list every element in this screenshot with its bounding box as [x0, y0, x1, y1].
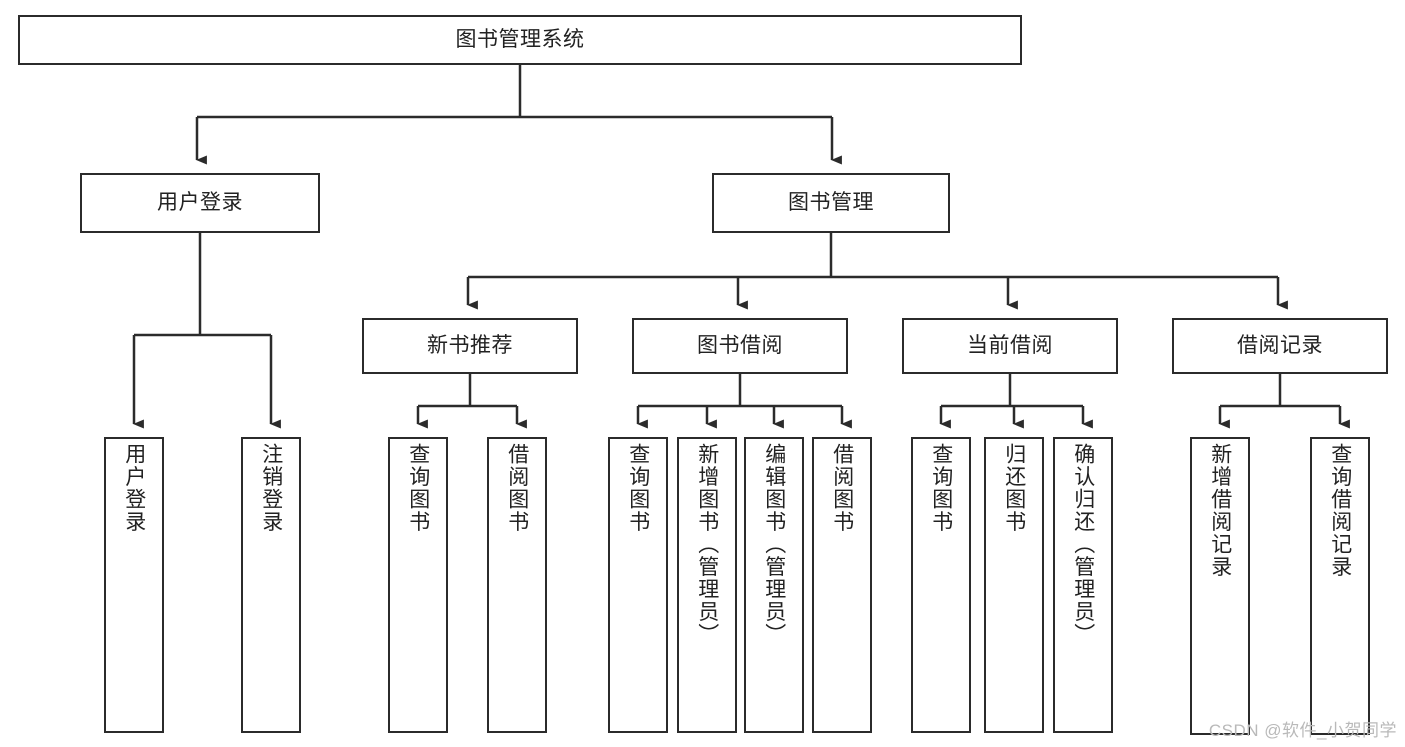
node-leaf-user-login[interactable]: 用户登录: [104, 437, 164, 733]
node-leaf-return-book-label: 归还图书: [1002, 443, 1026, 533]
node-leaf-borrow-book-1[interactable]: 借阅图书: [487, 437, 547, 733]
node-leaf-add-borrow-record-label: 新增借阅记录: [1208, 443, 1232, 578]
node-leaf-user-login-label: 用户登录: [122, 443, 146, 533]
node-leaf-user-logout-label: 注销登录: [259, 443, 283, 533]
node-leaf-edit-book[interactable]: 编辑图书（管理员）: [744, 437, 804, 733]
node-borrow-record[interactable]: 借阅记录: [1172, 318, 1388, 374]
node-new-book-recommend[interactable]: 新书推荐: [362, 318, 578, 374]
node-leaf-borrow-book-2-label: 借阅图书: [830, 443, 854, 533]
node-leaf-query-book-3[interactable]: 查询图书: [911, 437, 971, 733]
node-leaf-query-book-3-label: 查询图书: [929, 443, 953, 533]
node-leaf-borrow-book-2[interactable]: 借阅图书: [812, 437, 872, 733]
node-root[interactable]: 图书管理系统: [18, 15, 1022, 65]
node-leaf-add-book[interactable]: 新增图书（管理员）: [677, 437, 737, 733]
node-leaf-query-borrow-record[interactable]: 查询借阅记录: [1310, 437, 1370, 735]
node-book-borrow-label: 图书借阅: [697, 334, 783, 358]
node-leaf-query-book-1[interactable]: 查询图书: [388, 437, 448, 733]
node-leaf-user-logout[interactable]: 注销登录: [241, 437, 301, 733]
node-leaf-query-book-2[interactable]: 查询图书: [608, 437, 668, 733]
node-leaf-confirm-return[interactable]: 确认归还（管理员）: [1053, 437, 1113, 733]
node-current-borrow[interactable]: 当前借阅: [902, 318, 1118, 374]
node-leaf-add-borrow-record[interactable]: 新增借阅记录: [1190, 437, 1250, 735]
node-current-borrow-label: 当前借阅: [967, 334, 1053, 358]
node-root-label: 图书管理系统: [455, 28, 585, 52]
node-borrow-record-label: 借阅记录: [1237, 334, 1323, 358]
node-leaf-borrow-book-1-label: 借阅图书: [505, 443, 529, 533]
node-user-login[interactable]: 用户登录: [80, 173, 320, 233]
node-leaf-query-book-1-label: 查询图书: [406, 443, 430, 533]
node-leaf-return-book[interactable]: 归还图书: [984, 437, 1044, 733]
node-new-book-recommend-label: 新书推荐: [427, 334, 513, 358]
csdn-watermark: CSDN @软件_小贺同学: [1208, 721, 1397, 740]
node-user-login-label: 用户登录: [157, 191, 243, 215]
node-book-manage-label: 图书管理: [788, 191, 874, 215]
node-leaf-query-book-2-label: 查询图书: [626, 443, 650, 533]
node-book-manage[interactable]: 图书管理: [712, 173, 950, 233]
node-leaf-query-borrow-record-label: 查询借阅记录: [1328, 443, 1352, 578]
node-leaf-confirm-return-label: 确认归还（管理员）: [1071, 443, 1095, 646]
node-book-borrow[interactable]: 图书借阅: [632, 318, 848, 374]
node-leaf-edit-book-label: 编辑图书（管理员）: [762, 443, 786, 646]
node-leaf-add-book-label: 新增图书（管理员）: [695, 443, 719, 646]
